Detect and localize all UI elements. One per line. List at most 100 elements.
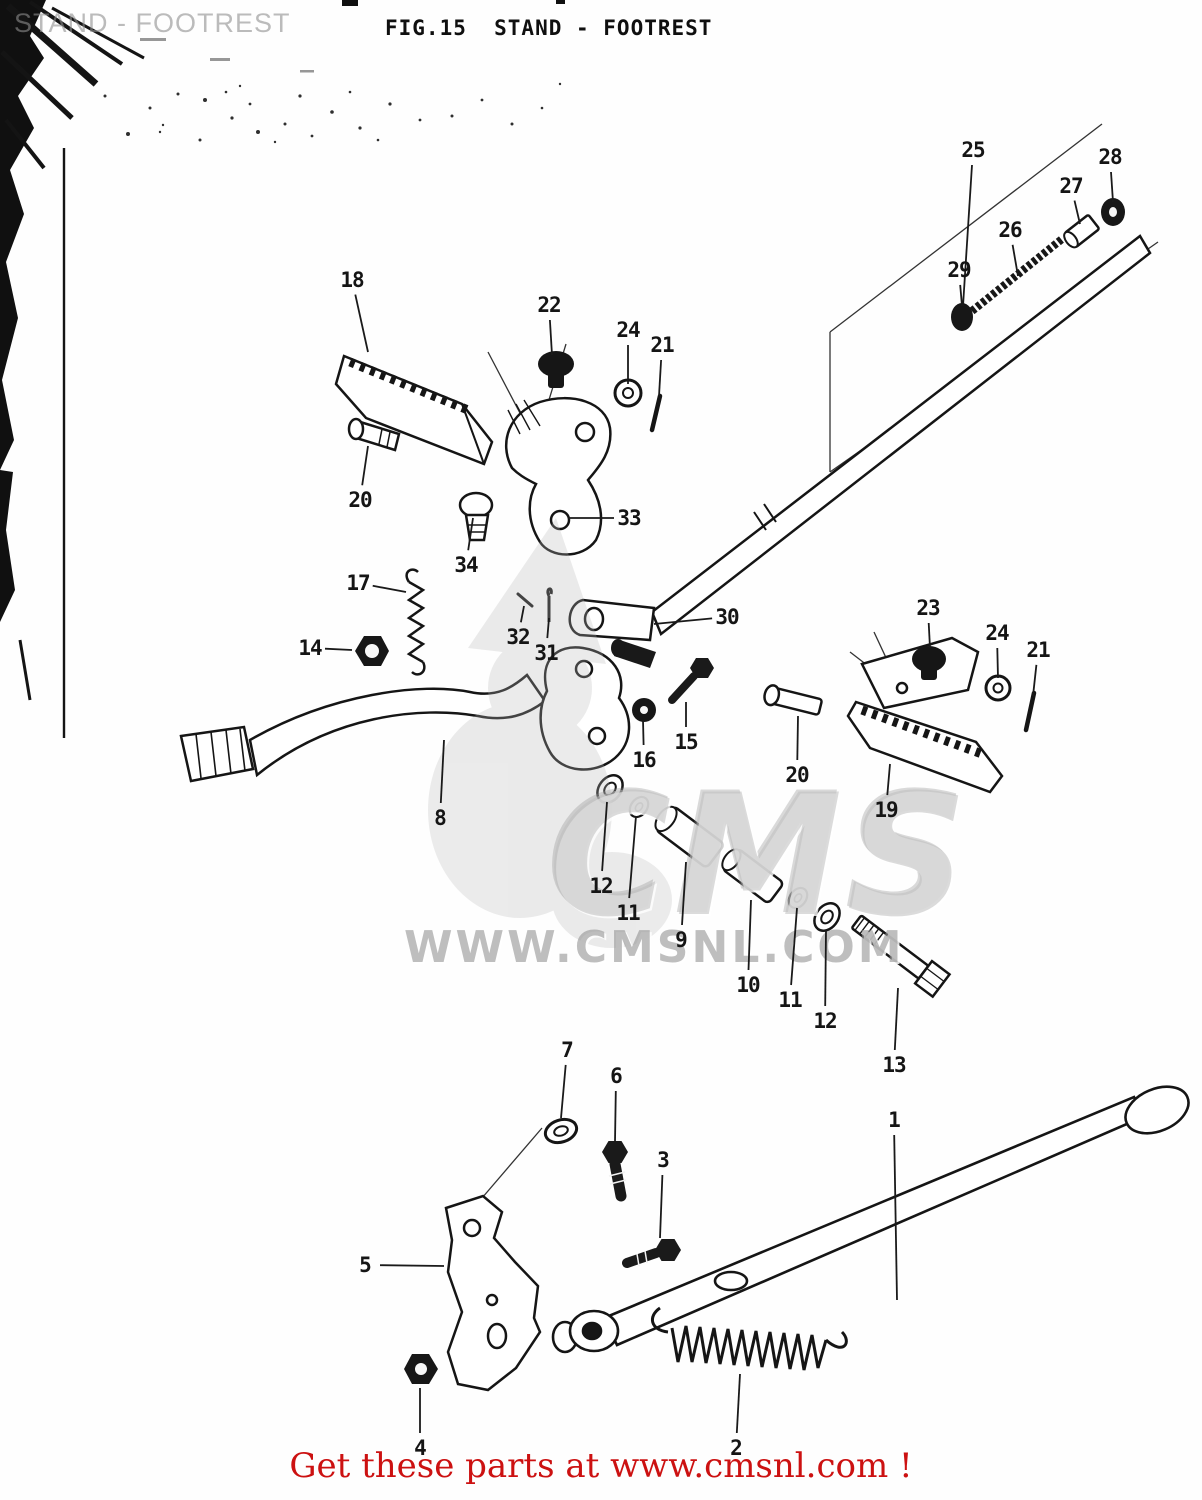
- part-callout-29: 29: [947, 258, 971, 282]
- part-1-stand: [551, 1085, 1190, 1354]
- leader-line-30: [653, 617, 713, 625]
- leader-line-7: [560, 1064, 567, 1119]
- leader-line-5: [379, 1264, 445, 1267]
- leader-line-2: [735, 1373, 741, 1434]
- part-23-cap: [912, 646, 946, 680]
- part-callout-27: 27: [1059, 174, 1083, 198]
- part-33-bracket: [504, 397, 612, 556]
- part-callout-21: 21: [1026, 638, 1050, 662]
- part-callout-20: 20: [785, 763, 809, 787]
- part-callout-12: 12: [589, 874, 613, 898]
- leader-line-32: [520, 605, 525, 623]
- part-callout-1: 1: [888, 1108, 901, 1132]
- part-17-spring: [405, 568, 426, 676]
- part-callout-12: 12: [813, 1009, 837, 1033]
- part-26-rod: [969, 235, 1065, 315]
- part-callout-30: 30: [715, 605, 739, 629]
- leader-line-6: [614, 1090, 617, 1143]
- part-29-bolt: [951, 303, 973, 331]
- part-32-pin: [516, 592, 534, 608]
- leader-line-21: [1032, 664, 1038, 697]
- watermark-logo: CMS: [548, 758, 972, 954]
- part-callout-8: 8: [434, 806, 447, 830]
- ghost-title: STAND - FOOTREST: [14, 8, 291, 38]
- part-callout-24: 24: [616, 318, 640, 342]
- part-callout-28: 28: [1098, 145, 1122, 169]
- footer-link[interactable]: Get these parts at www.cmsnl.com !: [289, 1446, 913, 1486]
- part-callout-6: 6: [610, 1064, 623, 1088]
- part-callout-5: 5: [359, 1253, 372, 1277]
- part-callout-2: 2: [730, 1436, 743, 1460]
- construction-lines: [469, 123, 1159, 1213]
- figure-title: FIG.15 STAND - FOOTREST: [385, 16, 713, 40]
- leader-line-3: [659, 1174, 664, 1239]
- leader-line-13: [893, 987, 899, 1051]
- part-callout-10: 10: [736, 973, 760, 997]
- part-callout-25: 25: [961, 138, 985, 162]
- leader-line-23: [927, 622, 931, 649]
- part-callout-32: 32: [506, 625, 530, 649]
- part-callout-15: 15: [674, 730, 698, 754]
- part-callout-11: 11: [616, 901, 640, 925]
- part-3-bolt: [622, 1239, 681, 1268]
- part-7-washer: [543, 1117, 579, 1145]
- leader-line-8: [439, 739, 445, 804]
- part-6-bolt: [602, 1141, 628, 1202]
- leader-line-31: [546, 617, 550, 639]
- part-callout-17: 17: [346, 571, 370, 595]
- part-22-cap: [538, 351, 574, 388]
- part-14-nut: [355, 636, 389, 666]
- scan-streaks: [0, 0, 145, 738]
- part-callout-19: 19: [874, 798, 898, 822]
- part-callout-33: 33: [617, 506, 641, 530]
- part-callout-22: 22: [537, 293, 561, 317]
- part-callout-31: 31: [534, 641, 558, 665]
- leader-line-14: [324, 647, 353, 651]
- leader-line-34: [467, 517, 474, 551]
- part-callout-20: 20: [348, 488, 372, 512]
- leader-line-28: [1110, 171, 1114, 203]
- part-callout-7: 7: [561, 1038, 574, 1062]
- leader-line-27: [1073, 200, 1081, 225]
- part-16-nut: [632, 698, 656, 722]
- part-callout-24: 24: [985, 621, 1009, 645]
- part-2-spring: [651, 1306, 848, 1371]
- part-callout-14: 14: [298, 636, 322, 660]
- leader-line-24: [996, 647, 999, 679]
- part-callout-13: 13: [882, 1053, 906, 1077]
- leader-line-18: [354, 294, 369, 353]
- part-15-bolt: [668, 658, 714, 704]
- part-21-pin-top: [649, 393, 663, 433]
- scan-dots: [103, 38, 562, 144]
- part-callout-9: 9: [675, 928, 688, 952]
- leader-line-17: [372, 584, 407, 593]
- part-5-bracket: [444, 1194, 542, 1392]
- leader-line-20: [796, 715, 799, 761]
- part-4-nut: [404, 1354, 438, 1384]
- part-18-footrest: [334, 354, 494, 466]
- part-callout-21: 21: [650, 333, 674, 357]
- part-34-bolt: [458, 491, 494, 542]
- part-20-bolt-left: [347, 417, 401, 452]
- part-callout-16: 16: [632, 748, 656, 772]
- part-callout-11: 11: [778, 988, 802, 1012]
- part-24-washer-right: [984, 674, 1012, 702]
- part-27-collar: [1063, 214, 1100, 249]
- leader-line-22: [549, 319, 553, 356]
- leader-line-16: [642, 719, 645, 746]
- leader-line-25: [962, 164, 973, 307]
- part-callout-26: 26: [998, 218, 1022, 242]
- part-callout-4: 4: [414, 1436, 427, 1460]
- part-30-bolt: [611, 639, 656, 668]
- leader-line-20: [361, 445, 369, 486]
- leader-line-26: [1011, 244, 1019, 277]
- leader-line-1: [893, 1134, 898, 1301]
- leader-line-29: [959, 284, 963, 307]
- part-20-bolt-right: [763, 684, 823, 716]
- part-28-nut: [1101, 198, 1125, 226]
- part-callout-3: 3: [657, 1148, 670, 1172]
- scan-artifacts: [0, 0, 565, 622]
